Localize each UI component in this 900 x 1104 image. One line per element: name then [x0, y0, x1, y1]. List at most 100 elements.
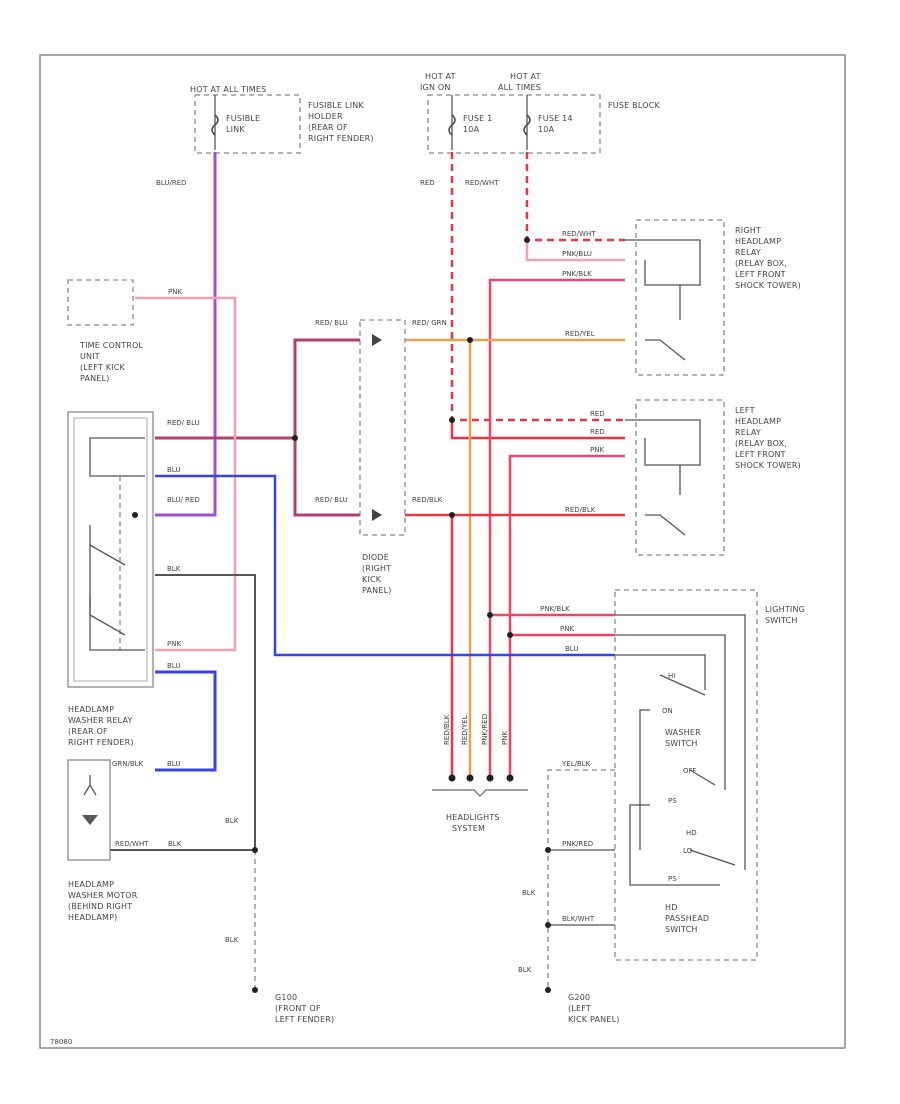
label-diode-0: DIODE: [362, 553, 389, 562]
label-wr-1: WASHER RELAY: [68, 716, 133, 725]
label-flh-3: RIGHT FENDER): [308, 134, 374, 143]
lighting-switch-box: [614, 589, 758, 961]
label-fusible-link-b: LINK: [226, 125, 245, 134]
right-relay-coil: [625, 239, 701, 286]
junction-2: [449, 417, 455, 423]
wire-blu-washer: [155, 670, 217, 772]
wire-blu-lighting: [155, 474, 615, 657]
ls-hi-contact: [659, 674, 706, 696]
label-diode-3: PANEL): [362, 586, 392, 595]
washer-relay-coil: [89, 437, 145, 477]
wire-red-wht-fuse14: [525, 152, 625, 242]
label-sw-on: ON: [662, 707, 673, 715]
wire-pnk-left-relay: [508, 454, 625, 780]
label-sw-lo: LO: [683, 847, 693, 855]
label-pnk-blk-rr: PNK/BLK: [562, 270, 592, 278]
label-yel-blk: YEL/BLK: [561, 760, 591, 768]
label-ws-0: WASHER: [665, 728, 701, 737]
diode-bottom-icon: [372, 509, 382, 521]
label-blu-ls: BLU: [565, 645, 578, 653]
ls-line1: [615, 614, 746, 870]
junction-4: [467, 337, 473, 343]
label-pnk-wr: PNK: [167, 640, 181, 648]
label-blu-red-wr: BLU/ RED: [167, 496, 200, 504]
label-pnk-ls: PNK: [560, 625, 574, 633]
diode-box: [359, 319, 406, 536]
fusible-link-symbol-icon: [211, 114, 219, 136]
label-blk-g200a: BLK: [522, 889, 536, 897]
junction-6: [487, 612, 493, 618]
label-g200-1: (LEFT: [568, 1004, 591, 1013]
source-hot-ign2: HOT AT ALL TIMES: [498, 72, 541, 92]
label-pnk-tcu: PNK: [168, 288, 182, 296]
fuse1-symbol-icon: [448, 114, 456, 136]
label-pnk-blk-ls: PNK/BLK: [540, 605, 570, 613]
source-hot-ign1: HOT AT IGN ON: [420, 72, 455, 92]
label-ls-0: LIGHTING: [765, 605, 805, 614]
label-hs-w3: PNK/RED: [481, 714, 489, 745]
ls-line2: [615, 634, 726, 790]
wire-blu-red: [155, 152, 217, 517]
label-tcu-2: (LEFT KICK: [80, 363, 126, 372]
label-blu-wm: BLU: [167, 662, 180, 670]
washer-motor-icon: [83, 775, 97, 796]
label-flh-1: HOLDER: [308, 112, 343, 121]
label-blk-g100a: BLK: [225, 817, 239, 825]
junction-9: [545, 847, 551, 853]
label-wm-2: (BEHIND RIGHT: [68, 902, 132, 911]
label-sw-hi: HI: [668, 672, 675, 680]
fusible-link-holder-box: [194, 94, 301, 154]
label-flh-2: (REAR OF: [308, 123, 348, 132]
left-relay-coil: [625, 419, 701, 466]
label-g100-1: (FRONT OF: [275, 1004, 321, 1013]
label-ws-1: SWITCH: [665, 739, 698, 748]
fuse-block-box: [427, 94, 601, 154]
label-rr-3: (RELAY BOX,: [735, 259, 787, 268]
washer-motor-box: [67, 759, 111, 861]
ground-g200-icon: [545, 987, 551, 993]
left-relay-switch: [645, 514, 686, 536]
junction-11: [132, 512, 138, 518]
label-diode-1: (RIGHT: [362, 564, 391, 573]
label-sw-ps: PS: [668, 797, 677, 805]
label-red-blu-d1: RED/ BLU: [315, 319, 348, 327]
fuse14-symbol-icon: [523, 114, 531, 136]
label-red-blu-tcu: RED/ BLU: [167, 419, 200, 427]
wire-red-blu-diode-bottom: [293, 438, 360, 517]
label-blk-motor1: RED/WHT: [115, 840, 149, 848]
wire-blk-wr: [155, 574, 256, 850]
time-control-unit-box: [67, 279, 134, 326]
hs-node-1: [448, 774, 456, 782]
label-hot-ign2-b: ALL TIMES: [498, 83, 541, 92]
label-rr-4: LEFT FRONT: [735, 270, 786, 279]
junction-7: [507, 632, 513, 638]
diagram-border: [39, 54, 846, 1049]
wire-blk-g200: [547, 769, 615, 990]
hs-node-3: [486, 774, 494, 782]
label-red-wht-relay: RED/WHT: [562, 230, 596, 238]
right-relay-switch: [645, 339, 686, 361]
wire-pnk-tcu: [135, 296, 237, 652]
label-tcu-3: PANEL): [80, 374, 110, 383]
label-red-blk-lr: RED/BLK: [565, 506, 596, 514]
label-lr-4: LEFT FRONT: [735, 450, 786, 459]
label-hs-0: HEADLIGHTS: [446, 813, 500, 822]
label-rr-5: SHOCK TOWER): [735, 281, 801, 290]
label-g100-2: LEFT FENDER): [275, 1015, 334, 1024]
left-relay-box: [635, 399, 725, 556]
label-ls-1: SWITCH: [765, 616, 798, 625]
label-blu-tcu: BLU: [167, 466, 180, 474]
label-blk-motor2: BLK: [168, 840, 182, 848]
label-wire-red-fuse1: RED: [420, 179, 435, 187]
label-hs-w2: RED/YEL: [461, 715, 469, 745]
wire-red-blu-diode-top: [293, 338, 360, 438]
label-hot-all-times: HOT AT ALL TIMES: [190, 85, 266, 94]
label-blk-g100b: BLK: [225, 936, 239, 944]
label-sw-off: OFF: [683, 767, 697, 775]
label-red-blu-d2: RED/ BLU: [315, 496, 348, 504]
junction-10: [545, 922, 551, 928]
label-red-lr2: RED: [590, 428, 605, 436]
label-hot-ign2-a: HOT AT: [510, 72, 541, 81]
diode-top-icon: [372, 334, 382, 346]
label-wire-red-wht: RED/WHT: [465, 179, 499, 187]
